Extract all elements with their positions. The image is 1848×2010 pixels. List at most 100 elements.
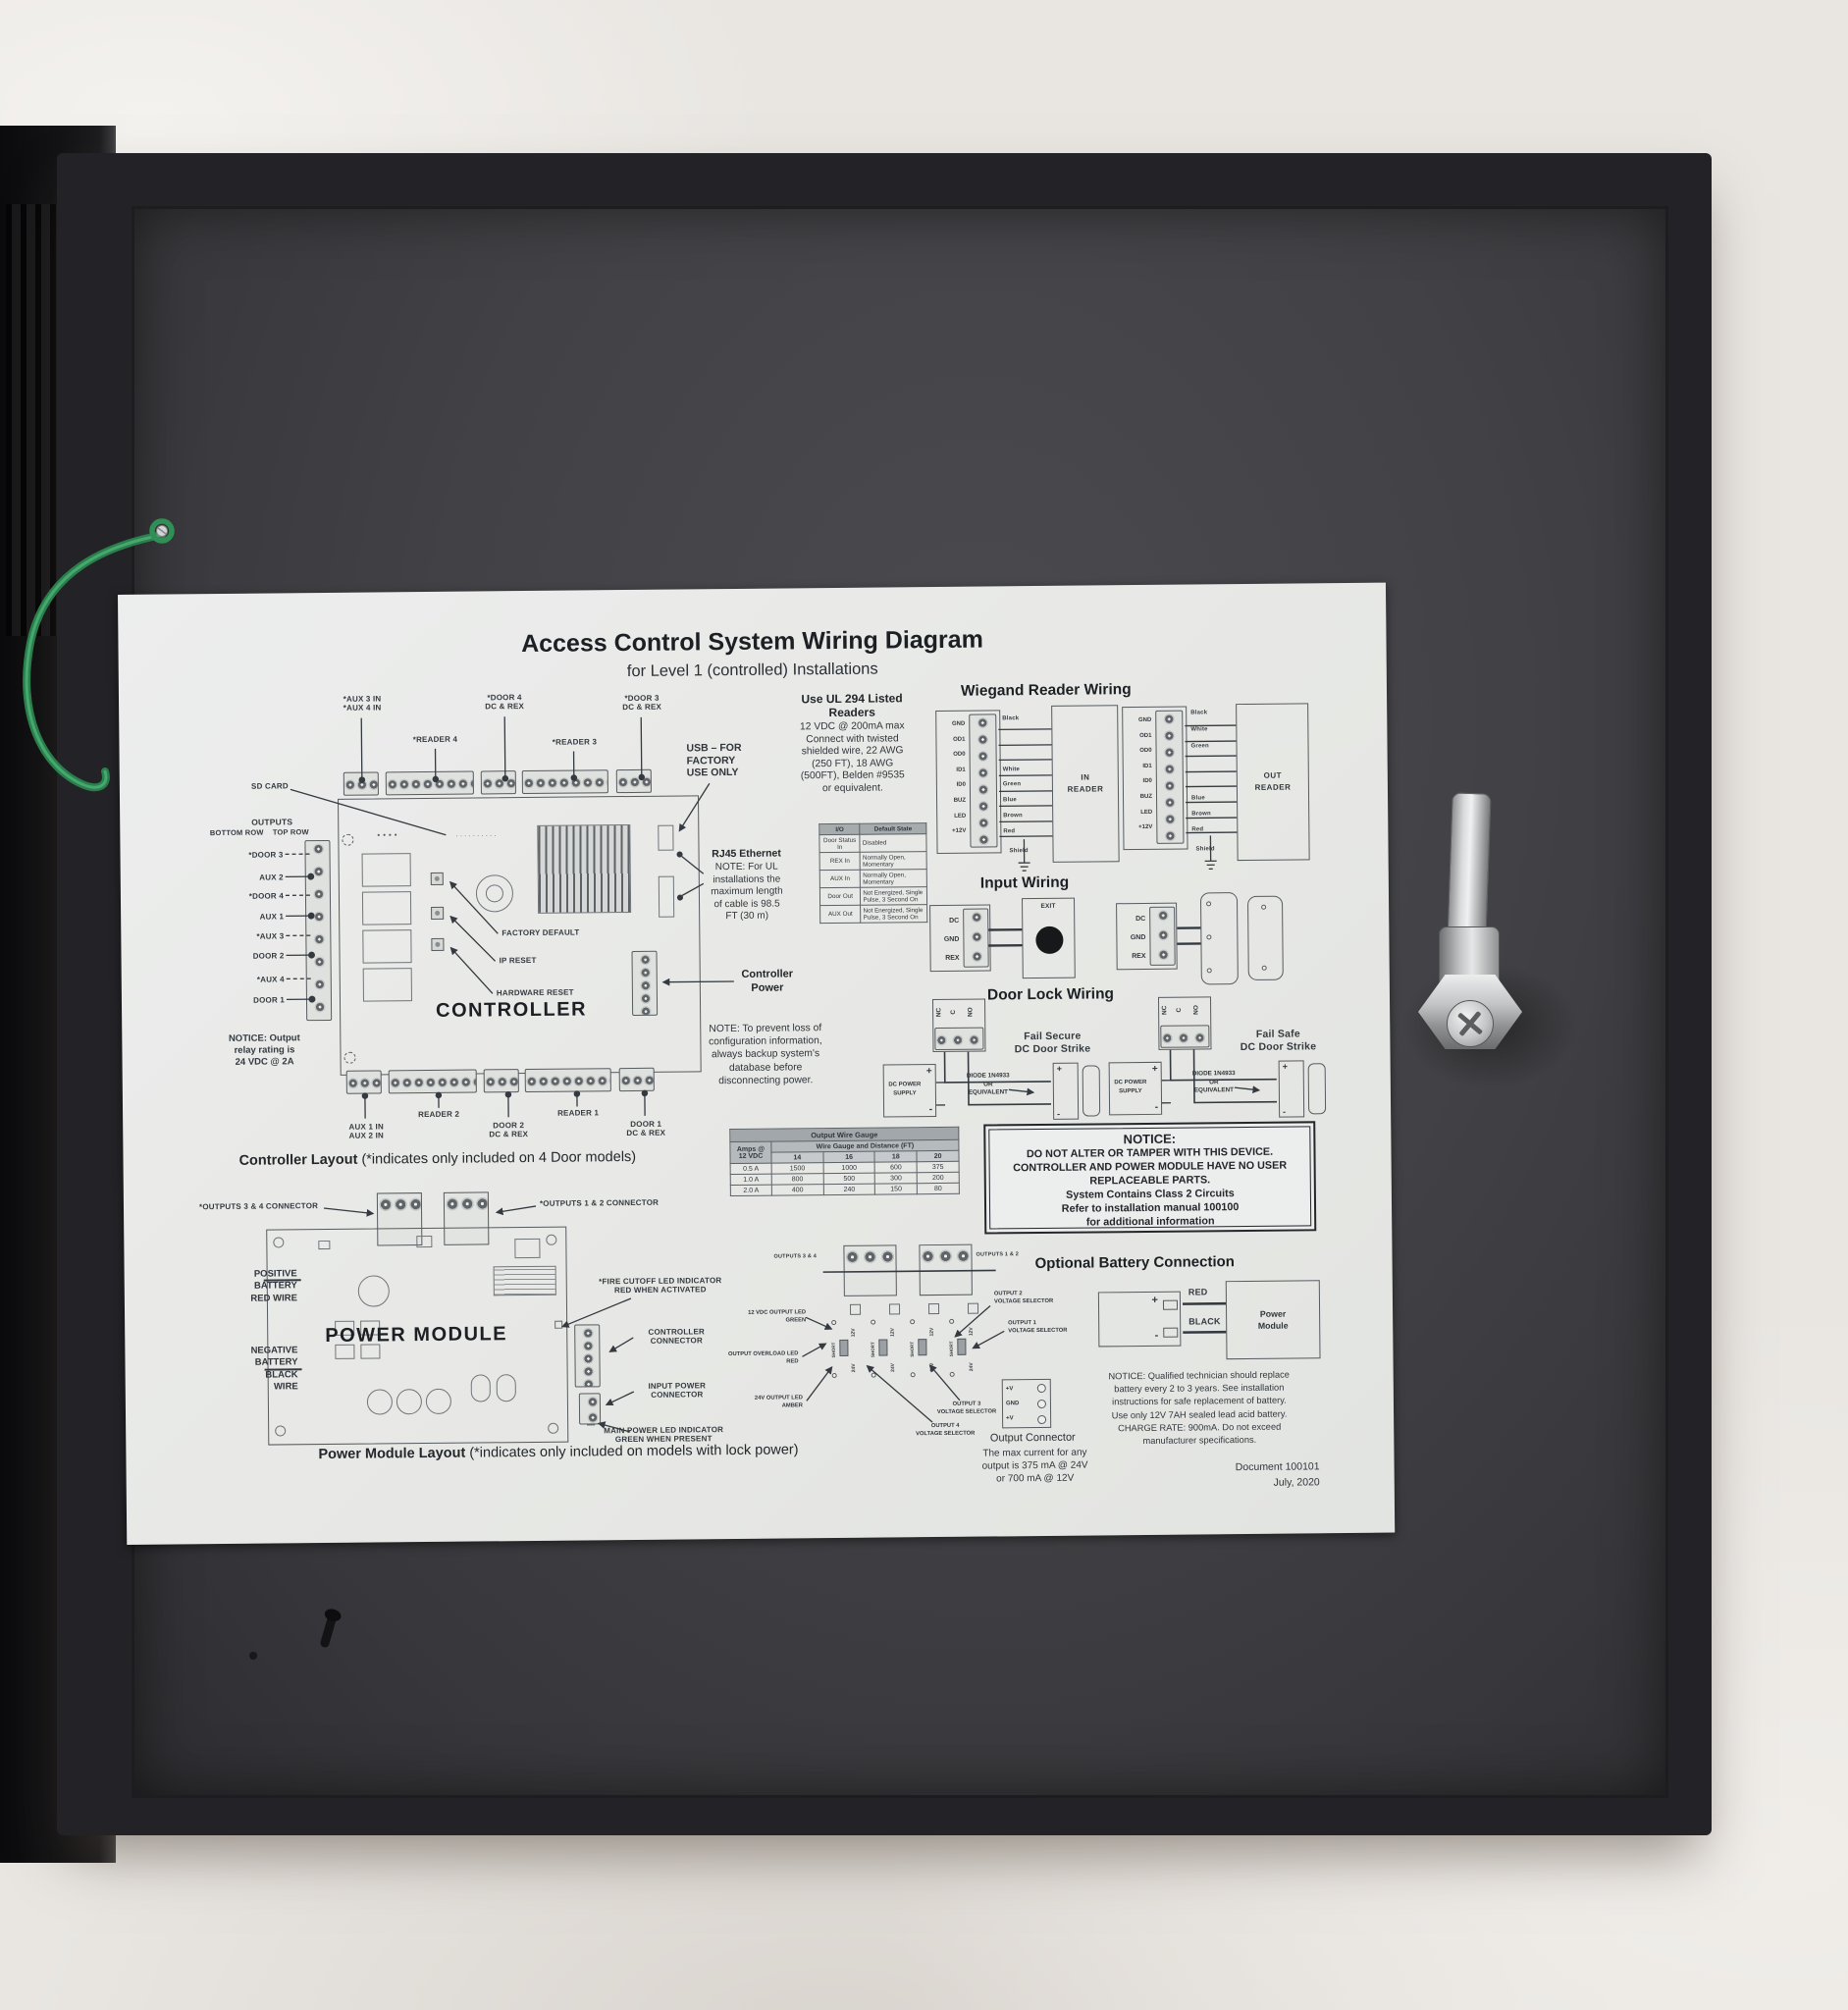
- contact-label: NC: [1161, 1005, 1169, 1016]
- wire-color: Red: [1003, 828, 1016, 835]
- pcb-part: [318, 1240, 331, 1250]
- document-date: July, 2020: [1273, 1476, 1320, 1489]
- exit-button-box: EXIT: [1022, 897, 1076, 979]
- io-cell: Door Out: [819, 887, 861, 906]
- wire-color: Black: [1190, 710, 1208, 716]
- terminal-strip: [343, 771, 379, 796]
- relay: [362, 968, 412, 1002]
- cam-lock-screw: [1447, 1000, 1494, 1047]
- terminal-strip: [483, 1069, 519, 1093]
- io-cell: Door Status In: [818, 834, 861, 853]
- outputs12-label: OUTPUTS 1 & 2: [976, 1251, 1020, 1258]
- black-wire-label: BLACK: [1188, 1316, 1221, 1327]
- voltage-selector: 12V SHORT 24V: [947, 1317, 981, 1382]
- io-cell: Not Energized, Single Pulse, 3 Second On: [860, 904, 927, 924]
- door-strike-keeper: [1082, 1065, 1101, 1117]
- lock-contact-screws-2: [1160, 1025, 1210, 1048]
- contact-label: NO: [967, 1007, 975, 1018]
- wire-shield: Shield: [1009, 848, 1029, 855]
- wire-color: White: [1002, 767, 1021, 773]
- coin-battery-center: [485, 884, 504, 903]
- door-contact-connector-2: [1246, 895, 1284, 980]
- capacitor: [470, 1374, 491, 1402]
- door-strike-keeper-2: [1307, 1063, 1327, 1115]
- io-cell: AUX In: [819, 870, 861, 888]
- pcb-dots: ··········: [455, 832, 499, 840]
- io-header: I/O: [818, 823, 861, 835]
- tamper-notice-box: NOTICE: DO NOT ALTER OR TAMPER WITH THIS…: [983, 1121, 1317, 1235]
- output-row-label: AUX 1: [259, 912, 285, 922]
- wire-color: Brown: [1191, 811, 1211, 818]
- ethernet-port: [658, 875, 675, 918]
- table-row: AUX In Normally Open, Momentary: [819, 869, 927, 888]
- wire-color: Blue: [1003, 797, 1017, 804]
- io-cell: Normally Open, Momentary: [860, 851, 927, 871]
- io-cell: Not Energized, Single Pulse, 3 Second On: [860, 886, 927, 906]
- notice-lines: DO NOT ALTER OR TAMPER WITH THIS DEVICE.…: [1013, 1145, 1288, 1229]
- label-reader3: *READER 3: [552, 737, 598, 747]
- battery-title: Optional Battery Connection: [1034, 1253, 1236, 1273]
- output-row-label: *DOOR 4: [248, 891, 284, 901]
- capacitor: [396, 1389, 423, 1415]
- capacitor: [366, 1389, 394, 1415]
- hardware-reset-button: [431, 937, 445, 951]
- output-row-label: *AUX 4: [256, 975, 285, 984]
- controller-power-connector: [631, 950, 659, 1016]
- pcb-part: [514, 1238, 541, 1259]
- terminal-strip: [345, 1070, 382, 1094]
- rj45-heading: RJ45 Ethernet: [712, 847, 781, 861]
- label-sd-card: SD CARD: [250, 781, 289, 791]
- usb-port: [658, 824, 674, 851]
- wire-color: Black: [1002, 715, 1020, 722]
- terminal-strip: [521, 769, 608, 795]
- table-row: AUX Out Not Energized, Single Pulse, 3 S…: [819, 904, 927, 924]
- battery-notice: NOTICE: Qualified technician should repl…: [1108, 1369, 1290, 1446]
- terminal-strip: [388, 1069, 477, 1094]
- wire-color: Blue: [1191, 795, 1205, 802]
- output-terminal-strip: [304, 839, 333, 1022]
- voltage-selector: 12V SHORT 24V: [908, 1317, 942, 1382]
- input-power-connector: [578, 1393, 602, 1425]
- resistor-bank: [493, 1265, 556, 1296]
- door-lock-title: Door Lock Wiring: [986, 985, 1115, 1004]
- ip-reset-label: IP RESET: [499, 955, 537, 966]
- output-row-label: DOOR 2: [252, 951, 285, 961]
- outputs34-connector-label: *OUTPUTS 3 & 4 CONNECTOR: [198, 1201, 319, 1212]
- outputs12-detail-connector: [919, 1243, 973, 1296]
- outputs34-label: OUTPUTS 3 & 4: [773, 1253, 818, 1260]
- io-cell: Normally Open, Momentary: [860, 869, 927, 888]
- pcb-dots: ••••: [377, 830, 400, 840]
- relay: [361, 891, 412, 926]
- label-reader2: READER 2: [418, 1109, 460, 1120]
- label-reader4: *READER 4: [412, 734, 458, 745]
- io-cell: Disabled: [860, 833, 927, 853]
- lock-contact-screws: [934, 1027, 984, 1051]
- wiegand-in-screws: [969, 714, 998, 848]
- terminal-strip: [615, 768, 652, 794]
- mounting-hole: [342, 833, 354, 846]
